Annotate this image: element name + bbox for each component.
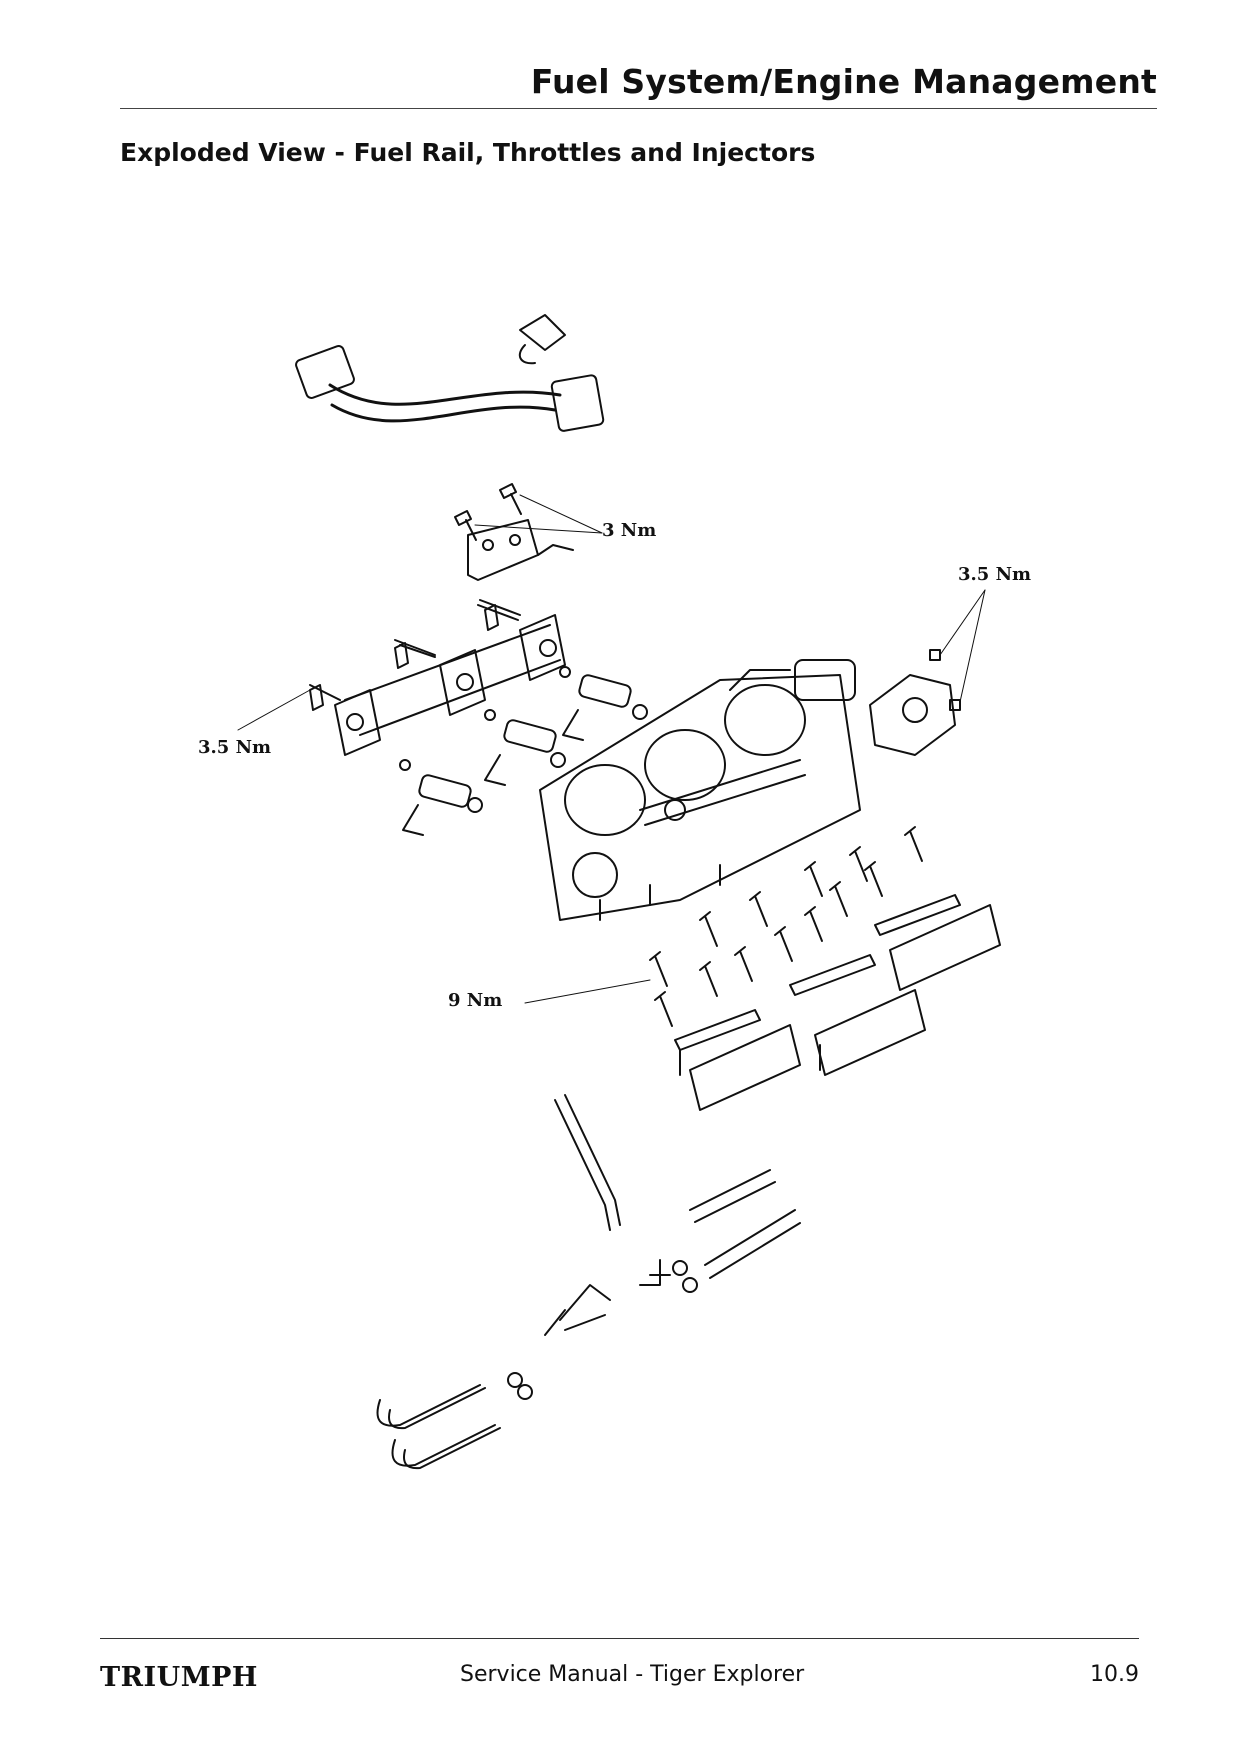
chapter-title: Fuel System/Engine Management (530, 62, 1157, 101)
leader-9nm (524, 979, 651, 1004)
torque-callout-left-3-5nm: 3.5 Nm (198, 737, 272, 758)
throttle-bodies (539, 659, 861, 921)
torque-callout-9nm: 9 Nm (448, 990, 503, 1011)
leader-left-3-5nm (237, 689, 311, 731)
torque-callout-right-3-5nm: 3.5 Nm (958, 564, 1032, 585)
leader-right-3-5nm (939, 589, 986, 703)
section-title: Exploded View - Fuel Rail, Throttles and… (120, 138, 816, 167)
intake-bolts (649, 826, 923, 1027)
vacuum-hoses (376, 1094, 801, 1470)
leader-3nm (474, 494, 603, 534)
fuel-rail (309, 604, 566, 756)
injector-harness (295, 314, 605, 432)
injectors (399, 666, 648, 836)
intake-adaptors (674, 894, 1001, 1111)
bracket-bolts (454, 483, 574, 581)
torque-callout-3nm: 3 Nm (602, 520, 657, 541)
throttle-position-sensor (869, 649, 961, 756)
brand-logo: TRIUMPH (100, 1662, 258, 1693)
rail-bolts (309, 599, 521, 701)
header-divider (120, 108, 1157, 109)
manual-title: Service Manual - Tiger Explorer (460, 1662, 805, 1687)
page-number: 10.9 (1090, 1662, 1139, 1687)
footer-divider (100, 1638, 1139, 1639)
